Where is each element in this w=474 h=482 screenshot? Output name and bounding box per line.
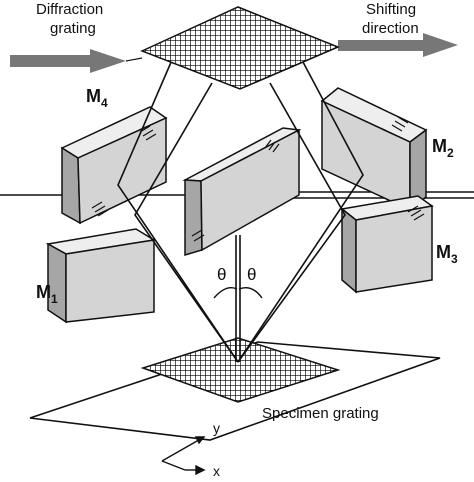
diffraction-grating [140,6,340,90]
beam-paths [117,59,364,363]
specimen-grating [140,337,341,403]
diffraction-grating-label-line2: grating [50,20,96,37]
mirror-m3 [340,195,434,294]
mirror-m1-label: M1 [36,282,58,306]
diffraction-grating-label-line1: Diffraction [36,1,103,18]
specimen-grating-label: Specimen grating [262,405,379,422]
mirror-m2-label: M2 [432,136,454,160]
angle-arcs [213,286,263,299]
mirror-m1 [45,228,157,324]
shifting-arrow [338,33,458,57]
mirror-m3-label: M3 [436,242,458,266]
beam-splitter [182,127,302,257]
axis-x-label: x [213,463,220,479]
mirror-m4-label: M4 [86,86,108,110]
theta-left-label: θ [217,265,226,284]
arrow-in-line [125,57,143,62]
shifting-direction-label-line2: direction [362,20,419,37]
shifting-direction-label-line1: Shifting [366,1,416,18]
mirror-m4 [60,106,168,225]
axes [161,436,206,476]
axis-y-label: y [213,420,220,436]
incoming-arrow [10,49,126,73]
theta-right-label: θ [247,265,256,284]
mirror-m2 [320,87,428,212]
